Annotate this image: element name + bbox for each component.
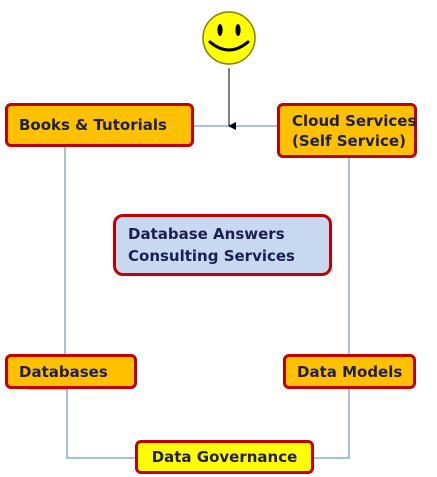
cloud-services-node: Cloud Services (Self Service) <box>277 103 417 158</box>
data-governance-label: Data Governance <box>151 448 298 466</box>
cloud-services-label-line2: (Self Service) <box>292 131 406 150</box>
consulting-services-label-line2: Consulting Services <box>128 247 295 265</box>
books-tutorials-node: Books & Tutorials <box>5 103 194 147</box>
databases-label: Databases <box>19 362 108 381</box>
connector-datamodels-to-governance <box>314 389 350 459</box>
consulting-services-node: Database Answers Consulting Services <box>113 214 332 276</box>
databases-node: Databases <box>5 354 137 389</box>
books-tutorials-label: Books & Tutorials <box>19 116 167 134</box>
smiley-face-icon <box>202 11 256 65</box>
data-models-label: Data Models <box>297 362 403 381</box>
data-governance-node: Data Governance <box>135 440 314 474</box>
consulting-services-label-line1: Database Answers <box>128 225 285 243</box>
connector-databases-to-governance <box>28 388 135 459</box>
cloud-services-label-line1: Cloud Services <box>292 111 417 130</box>
data-models-node: Data Models <box>283 354 416 389</box>
